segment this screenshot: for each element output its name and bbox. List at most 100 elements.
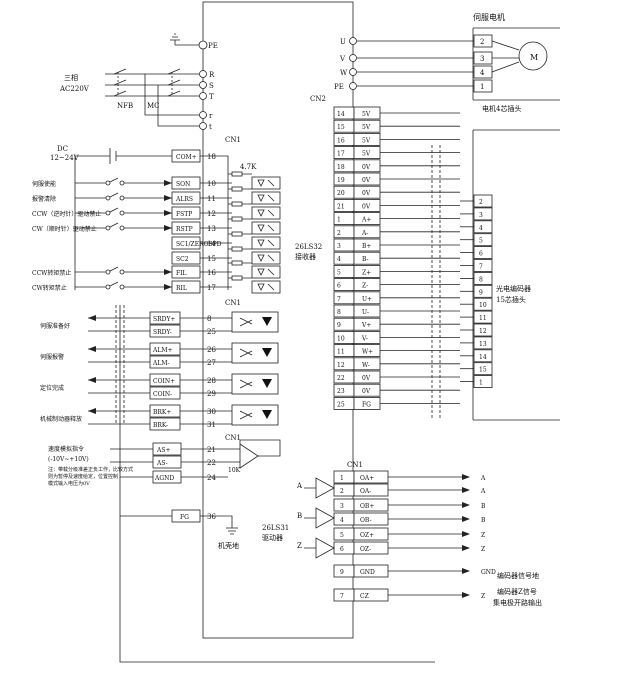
input-pin: 10 [207, 180, 216, 188]
encoder-signal: V- [361, 335, 368, 342]
driver-signal: OA+ [360, 475, 374, 482]
switch-icon [105, 195, 111, 201]
driver-ext-label: Z [481, 532, 485, 539]
resistor-icon [231, 275, 243, 281]
output-p-name: SRDY+ [153, 316, 175, 323]
svg-text:速度模拟指令: 速度模拟指令 [48, 445, 84, 453]
plug-pin: 12 [460, 323, 493, 337]
input-name: ALRS [175, 196, 193, 203]
plug-pin: 8 [460, 271, 493, 285]
encoder-row: 18 0V [333, 159, 460, 173]
plug-pin: 6 [460, 246, 493, 260]
svg-text:36: 36 [207, 513, 216, 521]
encoder-signal: W- [362, 362, 370, 369]
output-p-pin: 30 [207, 408, 216, 416]
arrow-icon [88, 315, 96, 321]
driver-pin: 4 [340, 517, 344, 524]
arrow-icon [462, 474, 470, 480]
motor-symbol: M [530, 53, 538, 62]
plug-pin-number: 11 [479, 315, 487, 322]
terminal-r-label: R [209, 71, 215, 79]
receiver-label-1: 26LS32 [295, 243, 322, 251]
input-pin: 15 [207, 255, 216, 263]
dc-supply: DC 12~24V COM+ 18 4.7K [50, 145, 257, 290]
contactor-mc-icon [167, 68, 181, 97]
output-n-pin: 27 [207, 359, 216, 367]
driver-pin: 1 [340, 475, 344, 482]
output-n-name: SRDY- [153, 329, 172, 336]
plug-pin: 4 [460, 220, 493, 234]
breaker-nfb-label: NFB [117, 102, 133, 110]
svg-text:AS+: AS+ [156, 447, 170, 454]
svg-text:24: 24 [207, 474, 216, 482]
breaker-nfb-icon [113, 68, 127, 97]
encoder-pin: 18 [337, 164, 345, 171]
plug-pin-number: 10 [479, 302, 487, 309]
encoder-pin: 10 [337, 335, 345, 342]
terminal-pe [198, 40, 208, 50]
encoder-pin: 1 [337, 217, 341, 224]
svg-text:注：带载分级准差正负工作，比较方式: 注：带载分级准差正负工作，比较方式 [48, 466, 133, 473]
encoder-signal: U- [362, 309, 369, 316]
plug-pin-number: 6 [479, 251, 483, 258]
driver-label-2: 驱动器 [262, 533, 283, 542]
analog-resistor-label: 10K [228, 467, 241, 474]
encoder-pin: 20 [337, 190, 345, 197]
plug-pin-number: 13 [479, 341, 487, 348]
input-pin: 16 [207, 269, 216, 277]
output-p-name: COIN+ [153, 378, 175, 385]
output-n-pin: 25 [207, 328, 216, 336]
resistor-icon [231, 171, 243, 177]
plug-pin-number: 15 [479, 367, 487, 374]
cz-desc-1: 编码器Z信号 [497, 587, 537, 596]
optocoupler-icon [251, 265, 281, 279]
output-n-name: BRK- [153, 422, 168, 429]
plug-pin-number: 12 [479, 328, 487, 335]
input-name: RSTP [176, 226, 193, 233]
encoder-pin: 8 [337, 309, 341, 316]
contactor-mc-label: MC [147, 102, 160, 110]
resistor-icon [231, 246, 243, 252]
encoder-signal: B- [362, 256, 369, 263]
resistor-icon [231, 231, 243, 237]
arrow-icon [462, 487, 470, 493]
terminal-t-label: T [209, 93, 214, 101]
arrow-icon [462, 516, 470, 522]
encoder-signal: Z- [362, 283, 368, 290]
svg-text:B: B [297, 512, 302, 520]
encoder-signal: 5V [362, 111, 371, 118]
output-p-pin: 8 [207, 315, 211, 323]
arrow-icon [88, 346, 96, 352]
optocoupler-icon [251, 176, 281, 190]
svg-text:22: 22 [207, 459, 216, 467]
output-optocoupler-icon [231, 373, 279, 395]
driver-pin: 9 [340, 569, 344, 576]
optocoupler-icon [251, 191, 281, 205]
encoder-pin: 14 [337, 111, 345, 118]
opamp-icon [239, 443, 259, 469]
cn1-label-top: CN1 [225, 136, 241, 144]
encoder-signal: 0V [362, 164, 371, 171]
driver-signal: OB+ [360, 503, 374, 510]
arrow-icon [164, 210, 172, 216]
driver-buffers: A B Z [296, 477, 335, 559]
arrow-icon [164, 269, 172, 275]
svg-text:21: 21 [207, 446, 216, 454]
motor-pin-boxes: 2 3 4 1 [473, 34, 493, 93]
encoder-row: 14 5V [333, 106, 460, 120]
